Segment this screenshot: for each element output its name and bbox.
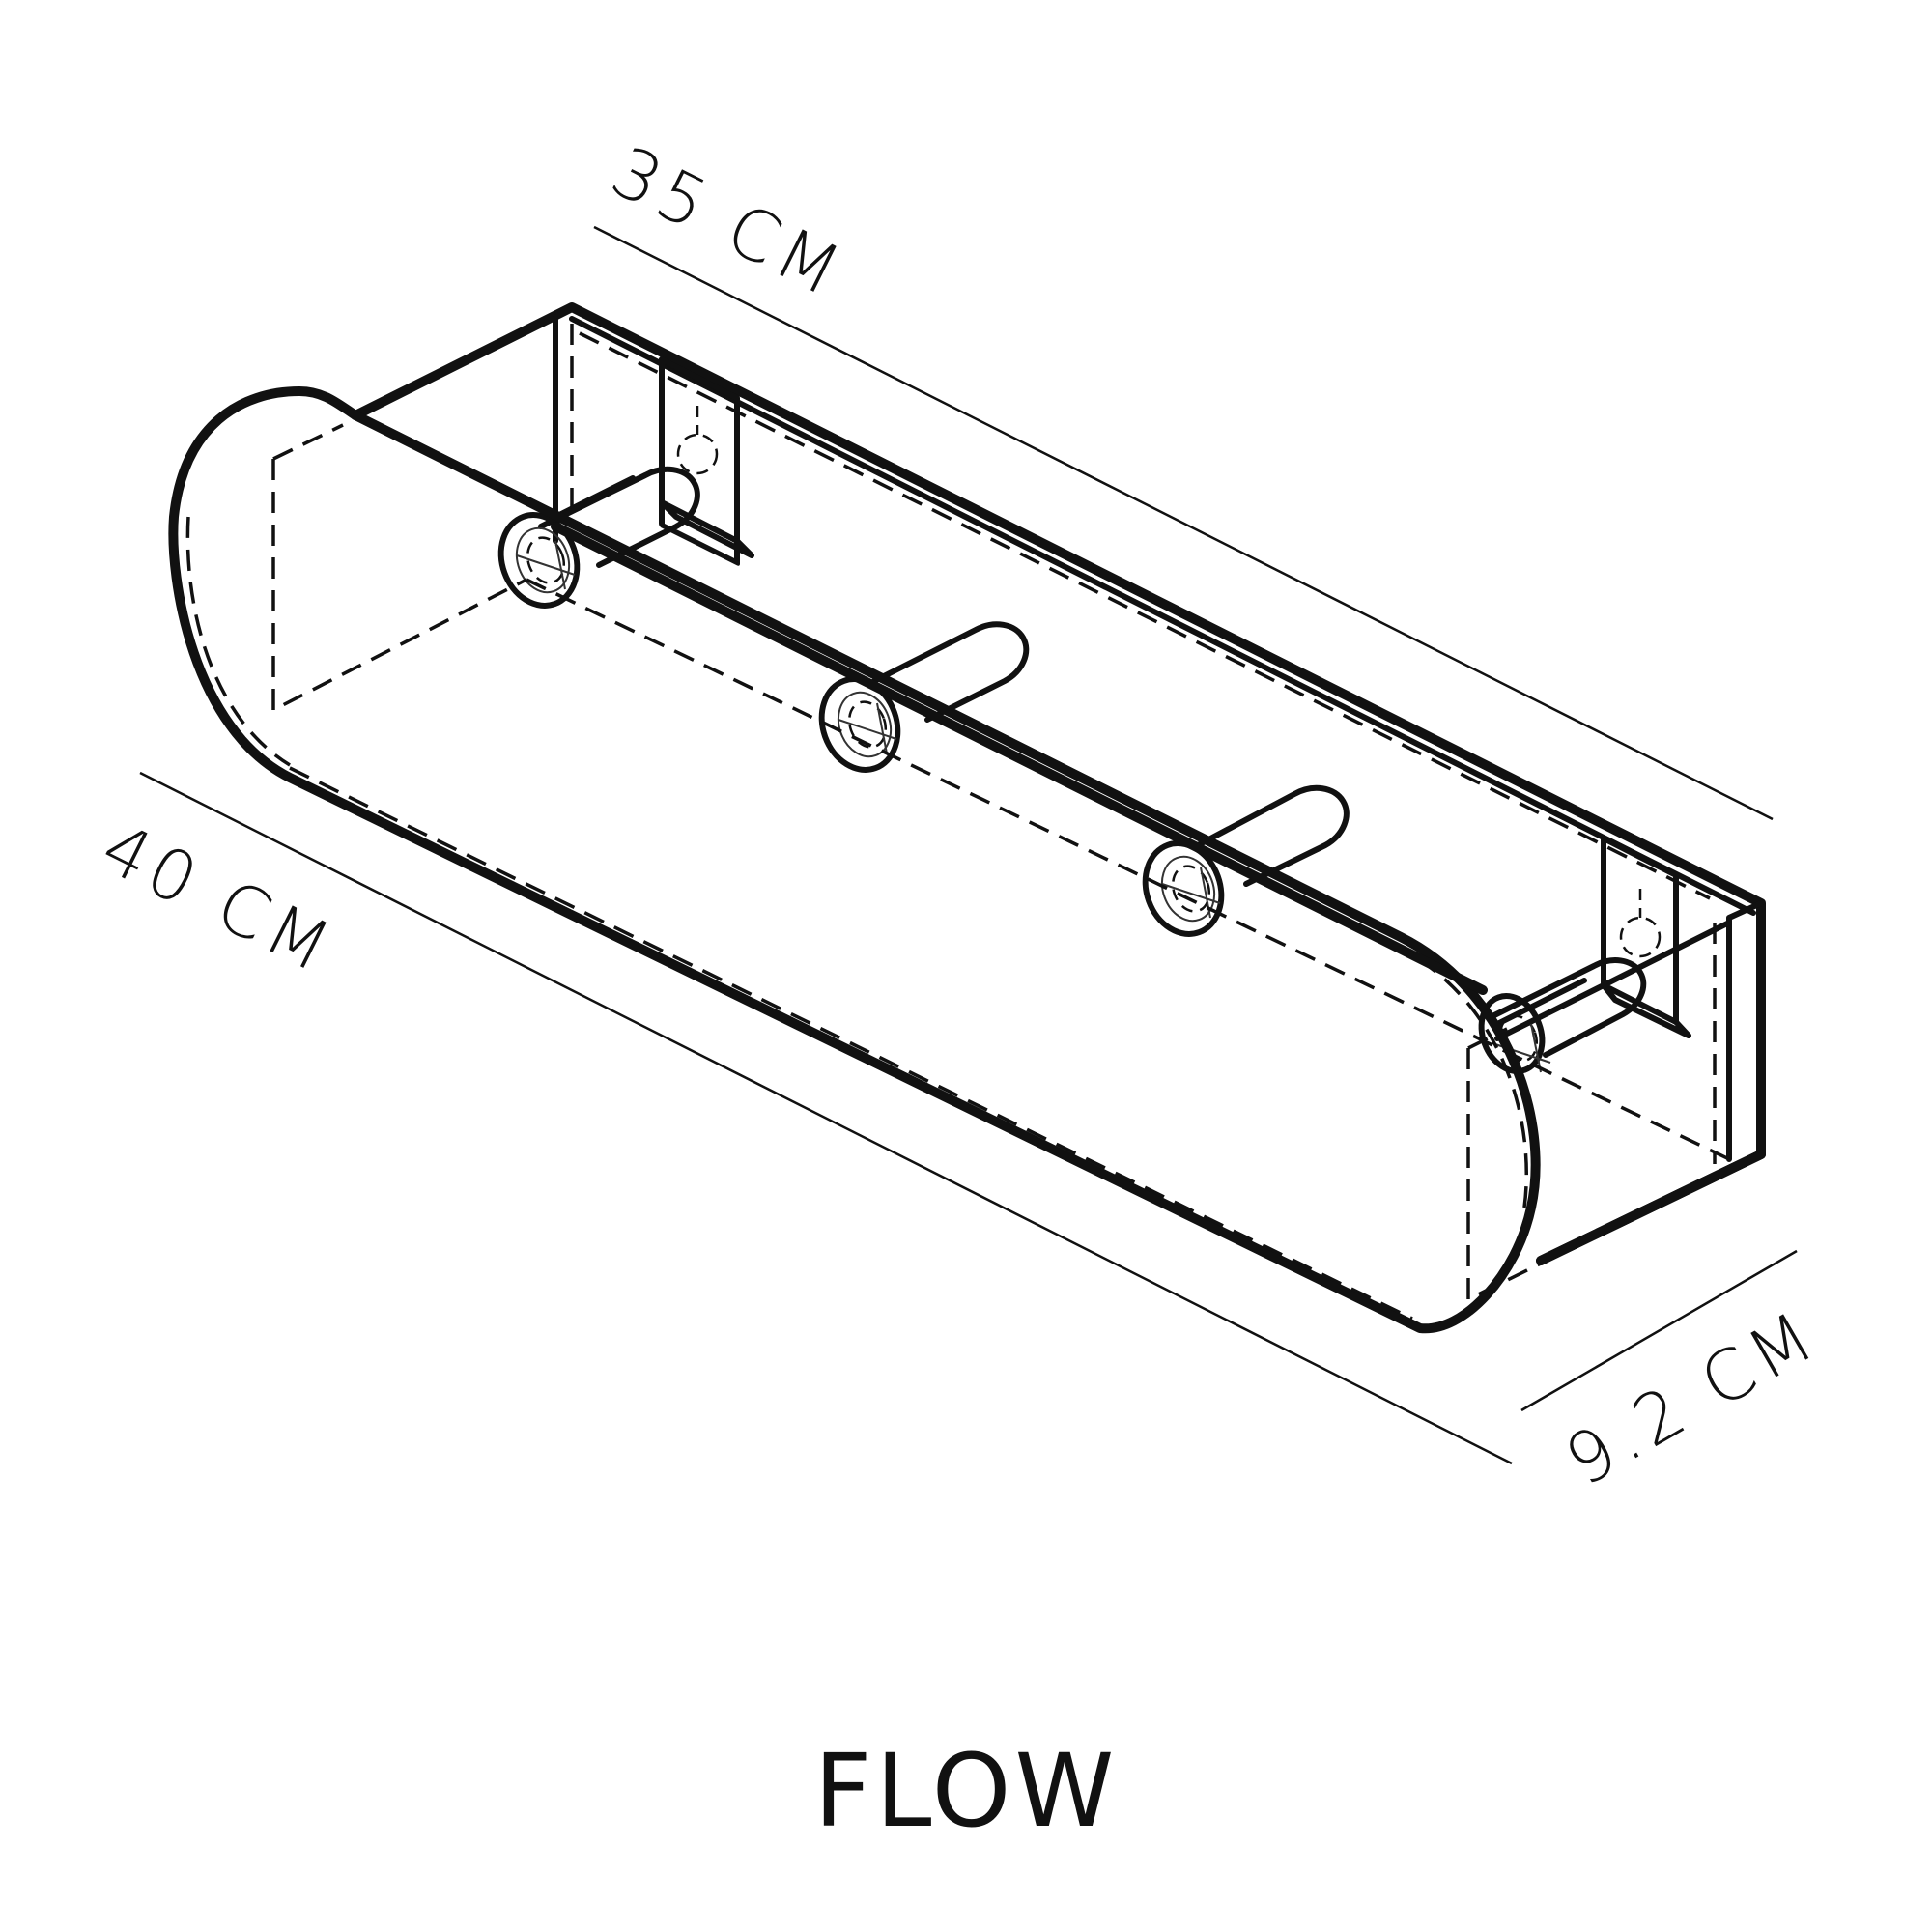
dimension-line-depth — [1520, 1249, 1798, 1412]
dimension-label-length: 35 CM — [599, 130, 857, 314]
dimension-line-width — [139, 771, 1513, 1465]
peg-3 — [1142, 784, 1350, 937]
dimension-label-width: 40 CM — [89, 807, 347, 990]
dimension-label-depth: 9.2 CM — [1552, 1293, 1833, 1502]
front-tray — [168, 386, 1730, 1334]
wall-bracket-left — [659, 356, 754, 566]
product-title: FLOW — [814, 1732, 1119, 1850]
wall-bracket-right — [1601, 836, 1691, 1038]
peg-2 — [818, 621, 1030, 773]
back-box — [351, 302, 1766, 1265]
peg-1 — [497, 466, 700, 609]
dimension-line-length — [593, 225, 1774, 821]
